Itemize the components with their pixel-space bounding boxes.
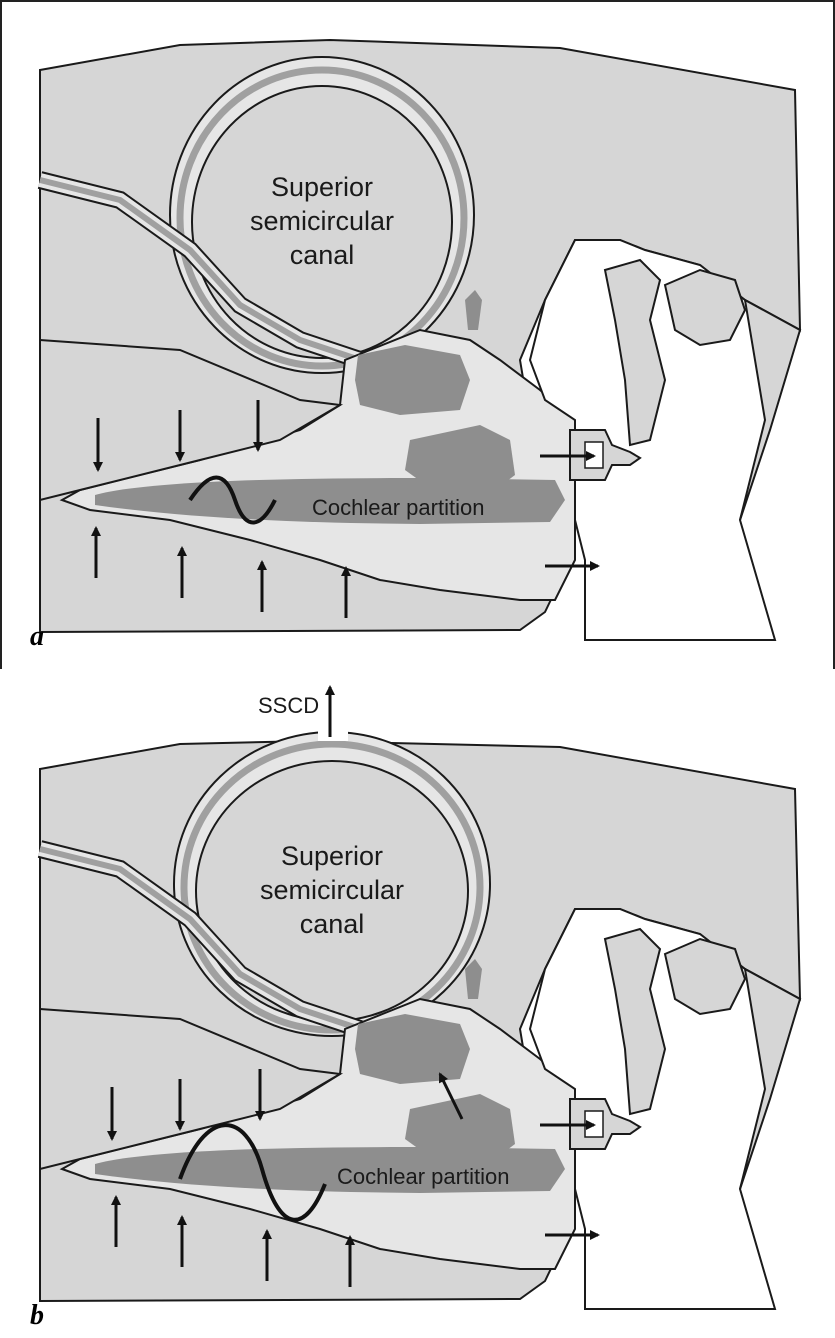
partition-label: Cochlear partition <box>337 1164 509 1189</box>
canal-label-line-3: canal <box>290 240 355 270</box>
utricle <box>355 1014 470 1084</box>
panel-a: Superior semicircular canal Cochlear par… <box>0 0 835 669</box>
canal-label-line-1: Superior <box>281 841 383 871</box>
panel-b: SSCD Superior semicircular canal Cochlea… <box>0 669 835 1338</box>
partition-label: Cochlear partition <box>312 495 484 520</box>
panel-letter: a <box>30 621 44 652</box>
canal-label-line-2: semicircular <box>250 206 394 236</box>
panel-letter: b <box>30 1300 44 1331</box>
canal-label-line-2: semicircular <box>260 875 404 905</box>
sscd-label: SSCD <box>258 693 319 718</box>
canal-label-line-3: canal <box>300 909 365 939</box>
canal-label-line-1: Superior <box>271 172 373 202</box>
utricle <box>355 345 470 415</box>
dehiscence-gap <box>318 727 348 741</box>
